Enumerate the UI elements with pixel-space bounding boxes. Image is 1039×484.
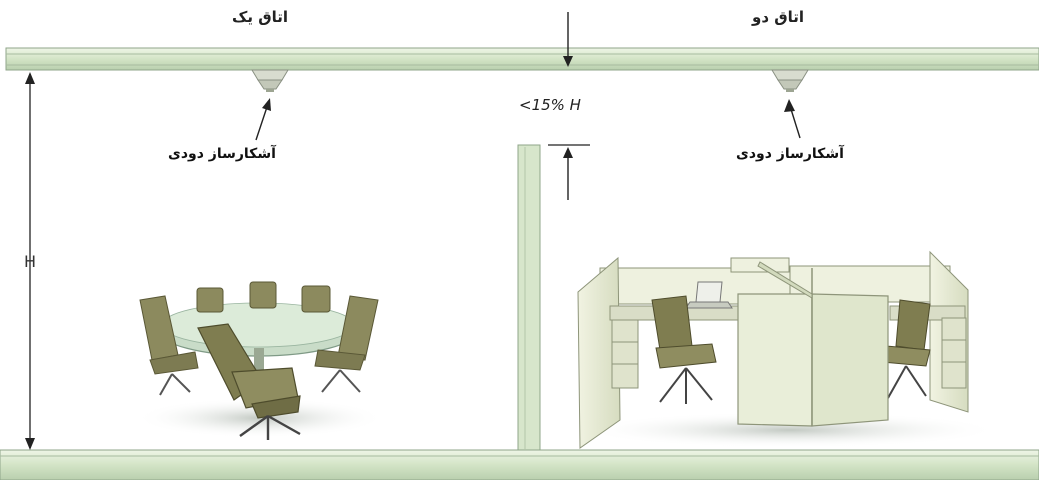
ceiling-arrow bbox=[563, 12, 573, 67]
height-dimension bbox=[25, 72, 35, 450]
chair bbox=[881, 299, 931, 399]
smoke-detector-right bbox=[771, 69, 809, 139]
smoke-detector-right-label: آشکارساز دودی bbox=[736, 146, 844, 162]
conference-table-group bbox=[135, 281, 385, 440]
ceiling bbox=[5, 47, 1039, 71]
chair bbox=[139, 295, 199, 396]
room-two-title: اتاق دو bbox=[752, 8, 805, 26]
height-symbol-label: H bbox=[24, 252, 37, 271]
chair bbox=[197, 323, 301, 440]
chair bbox=[196, 281, 331, 313]
smoke-detector-left-label: آشکارساز دودی bbox=[168, 146, 276, 162]
room-one-title: اتاق یک bbox=[232, 8, 289, 26]
partition-gap-dimension bbox=[548, 144, 590, 200]
office-cubicles-group bbox=[577, 250, 1000, 449]
floor bbox=[0, 449, 1039, 481]
smoke-detector-left bbox=[251, 69, 289, 141]
chair bbox=[651, 295, 717, 404]
chair bbox=[314, 295, 379, 393]
partition-wall bbox=[517, 144, 541, 451]
partition-gap-label: <15% H bbox=[519, 96, 581, 114]
